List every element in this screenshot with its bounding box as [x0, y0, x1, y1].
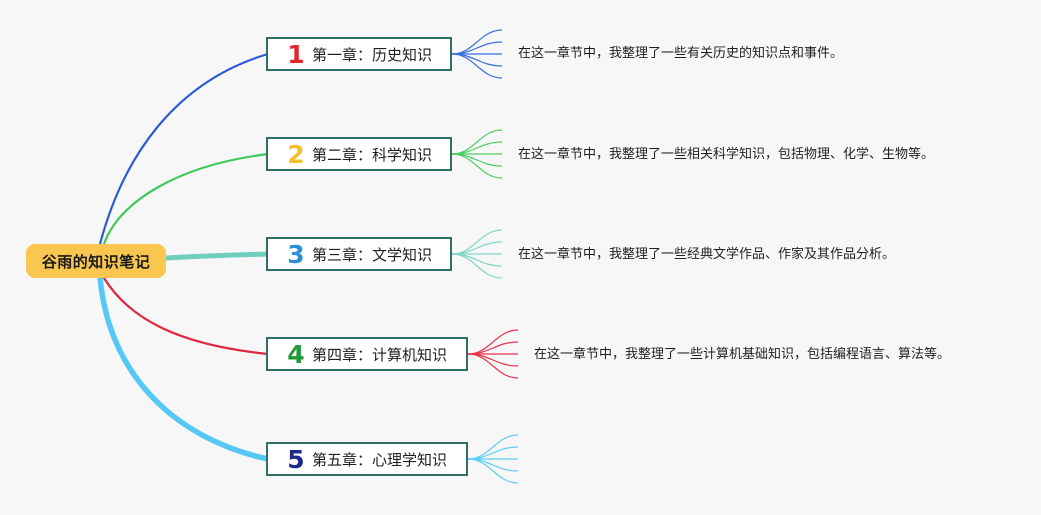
twig-line-2-2	[451, 141, 503, 155]
chapter-4-node[interactable]: 4 第四章：计算机知识	[266, 337, 468, 371]
twig-line-5-4	[467, 458, 519, 472]
chapter-3-description: 在这一章节中，我整理了一些经典文学作品、作家及其作品分析。	[518, 247, 896, 262]
chapter-3-title: 第三章：文学知识	[312, 245, 433, 264]
twig-line-2-4	[451, 153, 503, 167]
branch-line-3	[163, 251, 271, 261]
number-5-icon: 5	[287, 444, 305, 474]
twig-lines	[451, 29, 519, 484]
twig-line-4-1	[467, 329, 519, 355]
twig-line-1-4	[451, 53, 503, 67]
number-1-icon: 1	[287, 39, 305, 69]
twig-line-3-4	[451, 253, 503, 267]
chapter-4-description: 在这一章节中，我整理了一些计算机基础知识，包括编程语言、算法等。	[534, 347, 951, 362]
twig-line-2-5	[451, 153, 503, 179]
chapter-2-description: 在这一章节中，我整理了一些相关科学知识，包括物理、化学、生物等。	[518, 147, 935, 162]
number-2-icon: 2	[287, 139, 305, 169]
chapter-1-node[interactable]: 1 第一章：历史知识	[266, 37, 452, 71]
chapter-2-title: 第二章：科学知识	[312, 145, 433, 164]
twig-line-3-2	[451, 241, 503, 255]
chapter-1-title: 第一章：历史知识	[312, 45, 433, 64]
chapter-5-node[interactable]: 5 第五章：心理学知识	[266, 442, 468, 476]
twig-line-3-5	[451, 253, 503, 279]
chapter-1-description: 在这一章节中，我整理了一些有关历史的知识点和事件。	[518, 46, 844, 61]
branch-line-2	[102, 152, 270, 246]
twig-line-4-2	[467, 341, 519, 355]
branch-lines	[97, 52, 271, 462]
branch-line-4	[102, 276, 270, 356]
twig-line-2-1	[451, 129, 503, 155]
branch-line-1	[98, 52, 270, 246]
chapter-3-node[interactable]: 3 第三章：文学知识	[266, 237, 452, 271]
twig-line-1-1	[451, 29, 503, 55]
twig-line-3-1	[451, 229, 503, 255]
chapter-2-node[interactable]: 2 第二章：科学知识	[266, 137, 452, 171]
root-topic[interactable]: 谷雨的知识笔记	[26, 244, 166, 278]
twig-line-5-5	[467, 458, 519, 484]
chapter-4-title: 第四章：计算机知识	[312, 345, 448, 364]
twig-line-1-5	[451, 53, 503, 79]
chapter-5-title: 第五章：心理学知识	[312, 450, 448, 469]
twig-line-5-1	[467, 434, 519, 460]
twig-line-4-5	[467, 353, 519, 379]
twig-line-1-2	[451, 41, 503, 55]
branch-line-5	[97, 275, 271, 462]
number-3-icon: 3	[287, 239, 305, 269]
root-topic-label: 谷雨的知识笔记	[41, 252, 151, 271]
number-4-icon: 4	[287, 339, 305, 369]
twig-line-4-4	[467, 353, 519, 367]
twig-line-5-2	[467, 446, 519, 460]
